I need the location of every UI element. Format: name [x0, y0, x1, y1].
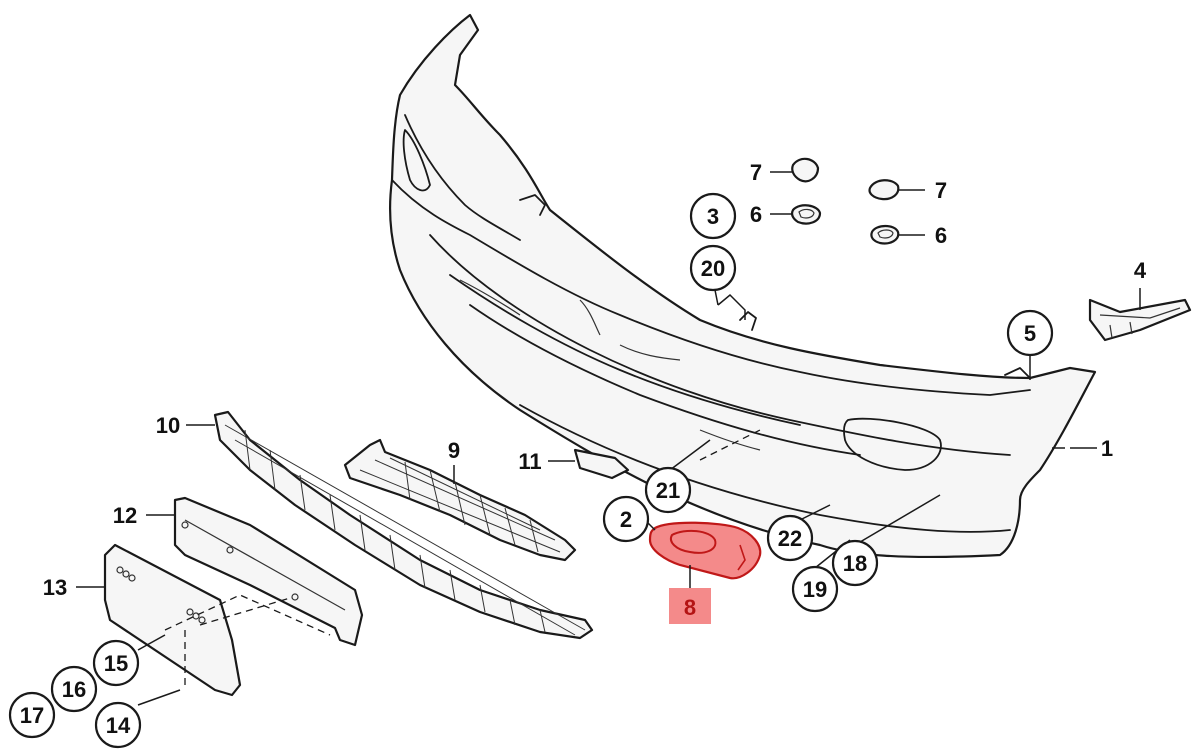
license-plate-base[interactable]: [103, 543, 242, 697]
label-6-right: 6: [935, 223, 947, 248]
callout-18[interactable]: 18: [831, 539, 879, 587]
label-21: 21: [656, 478, 680, 503]
label-7-left: 7: [750, 160, 762, 185]
label-8: 8: [684, 595, 696, 620]
callout-labels: 1 4 7 6 7 6 9 10 11 12 13 2 3 5 20 21: [8, 160, 1147, 749]
label-18: 18: [843, 551, 867, 576]
label-1: 1: [1101, 436, 1113, 461]
label-22: 22: [778, 526, 802, 551]
bumper-cover[interactable]: [388, 13, 1097, 559]
fog-light-cover-highlighted[interactable]: [648, 521, 762, 580]
seal-ring-top-left[interactable]: [790, 204, 822, 225]
callout-21[interactable]: 21: [644, 466, 692, 514]
label-15: 15: [104, 651, 128, 676]
callout-14[interactable]: 14: [94, 701, 142, 749]
callout-2[interactable]: 2: [602, 495, 650, 543]
side-bracket[interactable]: [1088, 298, 1192, 342]
label-2: 2: [620, 507, 632, 532]
label-5: 5: [1024, 321, 1036, 346]
callout-17[interactable]: 17: [8, 691, 56, 739]
label-9: 9: [448, 438, 460, 463]
callout-3[interactable]: 3: [689, 192, 737, 240]
callout-16[interactable]: 16: [50, 665, 98, 713]
label-11: 11: [518, 449, 541, 474]
small-cover[interactable]: [573, 448, 630, 480]
cover-cap-top-left[interactable]: [791, 157, 820, 183]
callout-22[interactable]: 22: [766, 514, 814, 562]
label-10: 10: [156, 413, 180, 438]
callout-15[interactable]: 15: [92, 639, 140, 687]
label-3: 3: [707, 204, 719, 229]
callout-5[interactable]: 5: [1006, 309, 1054, 357]
seal-ring-top-right[interactable]: [870, 224, 900, 245]
label-7-right: 7: [935, 178, 947, 203]
callout-8-highlighted[interactable]: 8: [669, 588, 711, 624]
cover-cap-top-right[interactable]: [868, 179, 900, 201]
assembly-lines: [164, 429, 761, 690]
lower-grille[interactable]: [213, 410, 594, 640]
callout-20[interactable]: 20: [689, 244, 737, 292]
label-12: 12: [113, 503, 137, 528]
label-16: 16: [62, 677, 86, 702]
label-19: 19: [803, 577, 827, 602]
callout-19[interactable]: 19: [791, 565, 839, 613]
center-grille[interactable]: [343, 438, 577, 562]
label-4: 4: [1134, 258, 1147, 283]
label-17: 17: [20, 703, 44, 728]
plate-carrier[interactable]: [173, 496, 364, 647]
label-6-left: 6: [750, 202, 762, 227]
label-20: 20: [701, 256, 725, 281]
label-14: 14: [106, 713, 131, 738]
label-13: 13: [43, 575, 67, 600]
